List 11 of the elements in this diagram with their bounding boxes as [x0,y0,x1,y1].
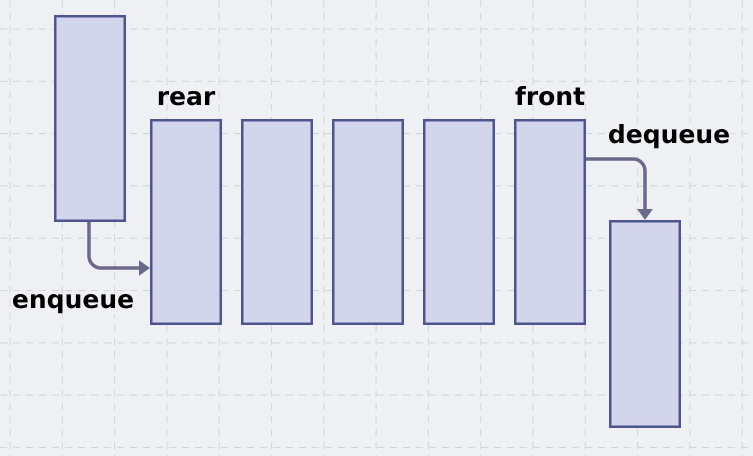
edge-label: dequeue [606,123,732,150]
position-label: rear [158,91,216,106]
element-box [423,119,495,325]
element-box [150,119,222,325]
element-box [54,15,126,222]
edge-label: enqueue [10,293,136,314]
element-box [241,119,313,325]
position-label: front [515,86,584,106]
element-box [514,119,586,325]
element-box [609,220,681,428]
element-box [332,119,404,325]
